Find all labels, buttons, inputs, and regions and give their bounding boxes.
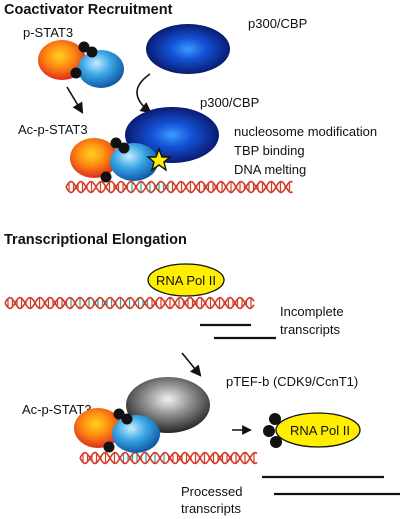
incomplete-transcripts-label: Incomplete [280,304,344,319]
stat3-red-subunit [70,138,118,178]
function-tbp: TBP binding [234,143,305,158]
stat3-blue-subunit [78,50,124,88]
rna-pol-ii-bottom [275,412,361,448]
ac-p-stat3-ptef-b-complex [74,377,210,453]
phosphate-dot [113,408,125,420]
dna-helix-bottom [79,451,258,465]
ac-p-stat3-p300-complex [70,107,219,183]
rna-pol-ii-label-bottom: RNA Pol II [290,423,350,438]
phosphate-dot [110,137,122,149]
processed-transcripts-label: Processed [181,484,242,499]
elongation-arrow [181,352,202,377]
dna-helix-top [65,180,293,194]
ac-p-stat3-label-bottom: Ac-p-STAT3 [22,402,92,417]
transcriptional-elongation-title: Transcriptional Elongation [4,232,187,248]
rna-pol-ii-top [147,263,225,297]
stat3-blue-subunit [112,415,160,453]
processed-transcripts-label-2: transcripts [181,501,241,516]
stat3-red-subunit [74,408,122,448]
phosphate-dot [270,436,282,448]
dna-backbone [79,451,258,465]
stat3-blue-subunit [110,143,158,181]
function-dna-melting: DNA melting [234,162,306,177]
p300-cbp-label: p300/CBP [248,16,307,31]
phosphate-dot [118,142,130,154]
incomplete-transcripts-label-2: transcripts [280,322,340,337]
dna-backbone [79,451,258,465]
p-stat3-label: p-STAT3 [23,25,73,40]
recruitment-arrow-curved [136,73,152,114]
dna-helix-middle [4,296,255,310]
function-nucleosome: nucleosome modification [234,124,377,139]
phosphate-dot [78,41,90,53]
coactivator-recruitment-title: Coactivator Recruitment [4,2,173,18]
dna-backbone [65,180,293,194]
phosphate-dot [269,413,281,425]
dna-backbone [4,296,255,310]
p300-cbp-free [146,24,230,74]
acetylation-star-icon [146,147,172,172]
ptef-b-label: pTEF-b (CDK9/CcnT1) [226,374,358,389]
rna-pol-ii-label-top: RNA Pol II [156,273,216,288]
phosphate-dot [86,46,98,58]
phosphate-dot [121,413,133,425]
phosphate-dot [263,425,275,437]
dna-backbone [4,296,255,310]
phosphate-dot [103,441,115,453]
ac-p-stat3-label-top: Ac-p-STAT3 [18,122,88,137]
phosphate-dot [70,67,82,79]
dna-backbone [65,180,293,194]
recruitment-arrow-left [66,86,84,114]
rna-pol-ii-phosphorylated [263,412,361,448]
p-stat3-dimer [38,40,124,88]
phosphate-dot [100,171,112,183]
p300-cbp-bound-label: p300/CBP [200,95,259,110]
